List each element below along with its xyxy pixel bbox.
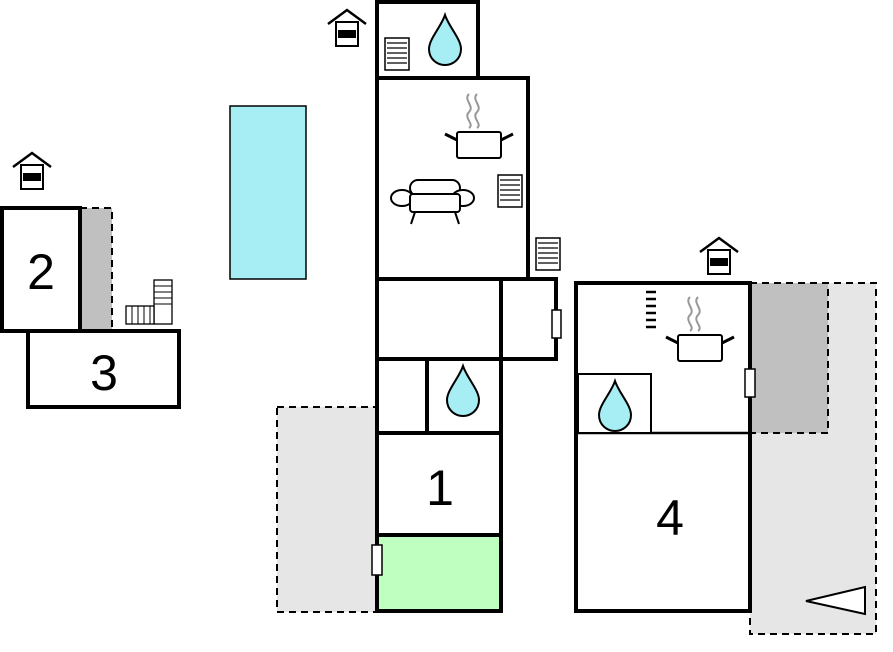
garden-patch	[375, 533, 503, 613]
window-icon	[551, 309, 562, 339]
window-icon	[371, 544, 383, 576]
entrance-house-icon	[698, 236, 740, 276]
room-4-outline	[574, 281, 752, 613]
room-2-outline	[0, 206, 82, 333]
north-arrow-icon	[805, 585, 866, 616]
sofa-icon	[390, 179, 475, 225]
stairs-icon	[497, 174, 523, 208]
room-2-label: 2	[27, 244, 55, 300]
swimming-pool	[229, 105, 307, 280]
covered-area-room-2	[79, 207, 113, 332]
stairs-icon	[384, 37, 410, 71]
room-1-label: 1	[426, 460, 454, 516]
hall-room	[375, 277, 503, 361]
entrance-house-icon	[11, 151, 53, 191]
room-4-label: 4	[656, 490, 684, 546]
small-storage	[375, 357, 429, 435]
stairs-icon	[535, 237, 561, 271]
ladder-icon	[646, 290, 656, 329]
room-3-label: 3	[90, 345, 118, 401]
window-icon	[744, 368, 756, 398]
terrace-west	[276, 406, 377, 613]
outdoor-stairs-icon	[125, 279, 173, 325]
side-room	[499, 277, 558, 361]
entrance-house-icon	[326, 8, 368, 48]
room-3-outline	[26, 329, 181, 409]
covered-area-east	[749, 282, 829, 434]
